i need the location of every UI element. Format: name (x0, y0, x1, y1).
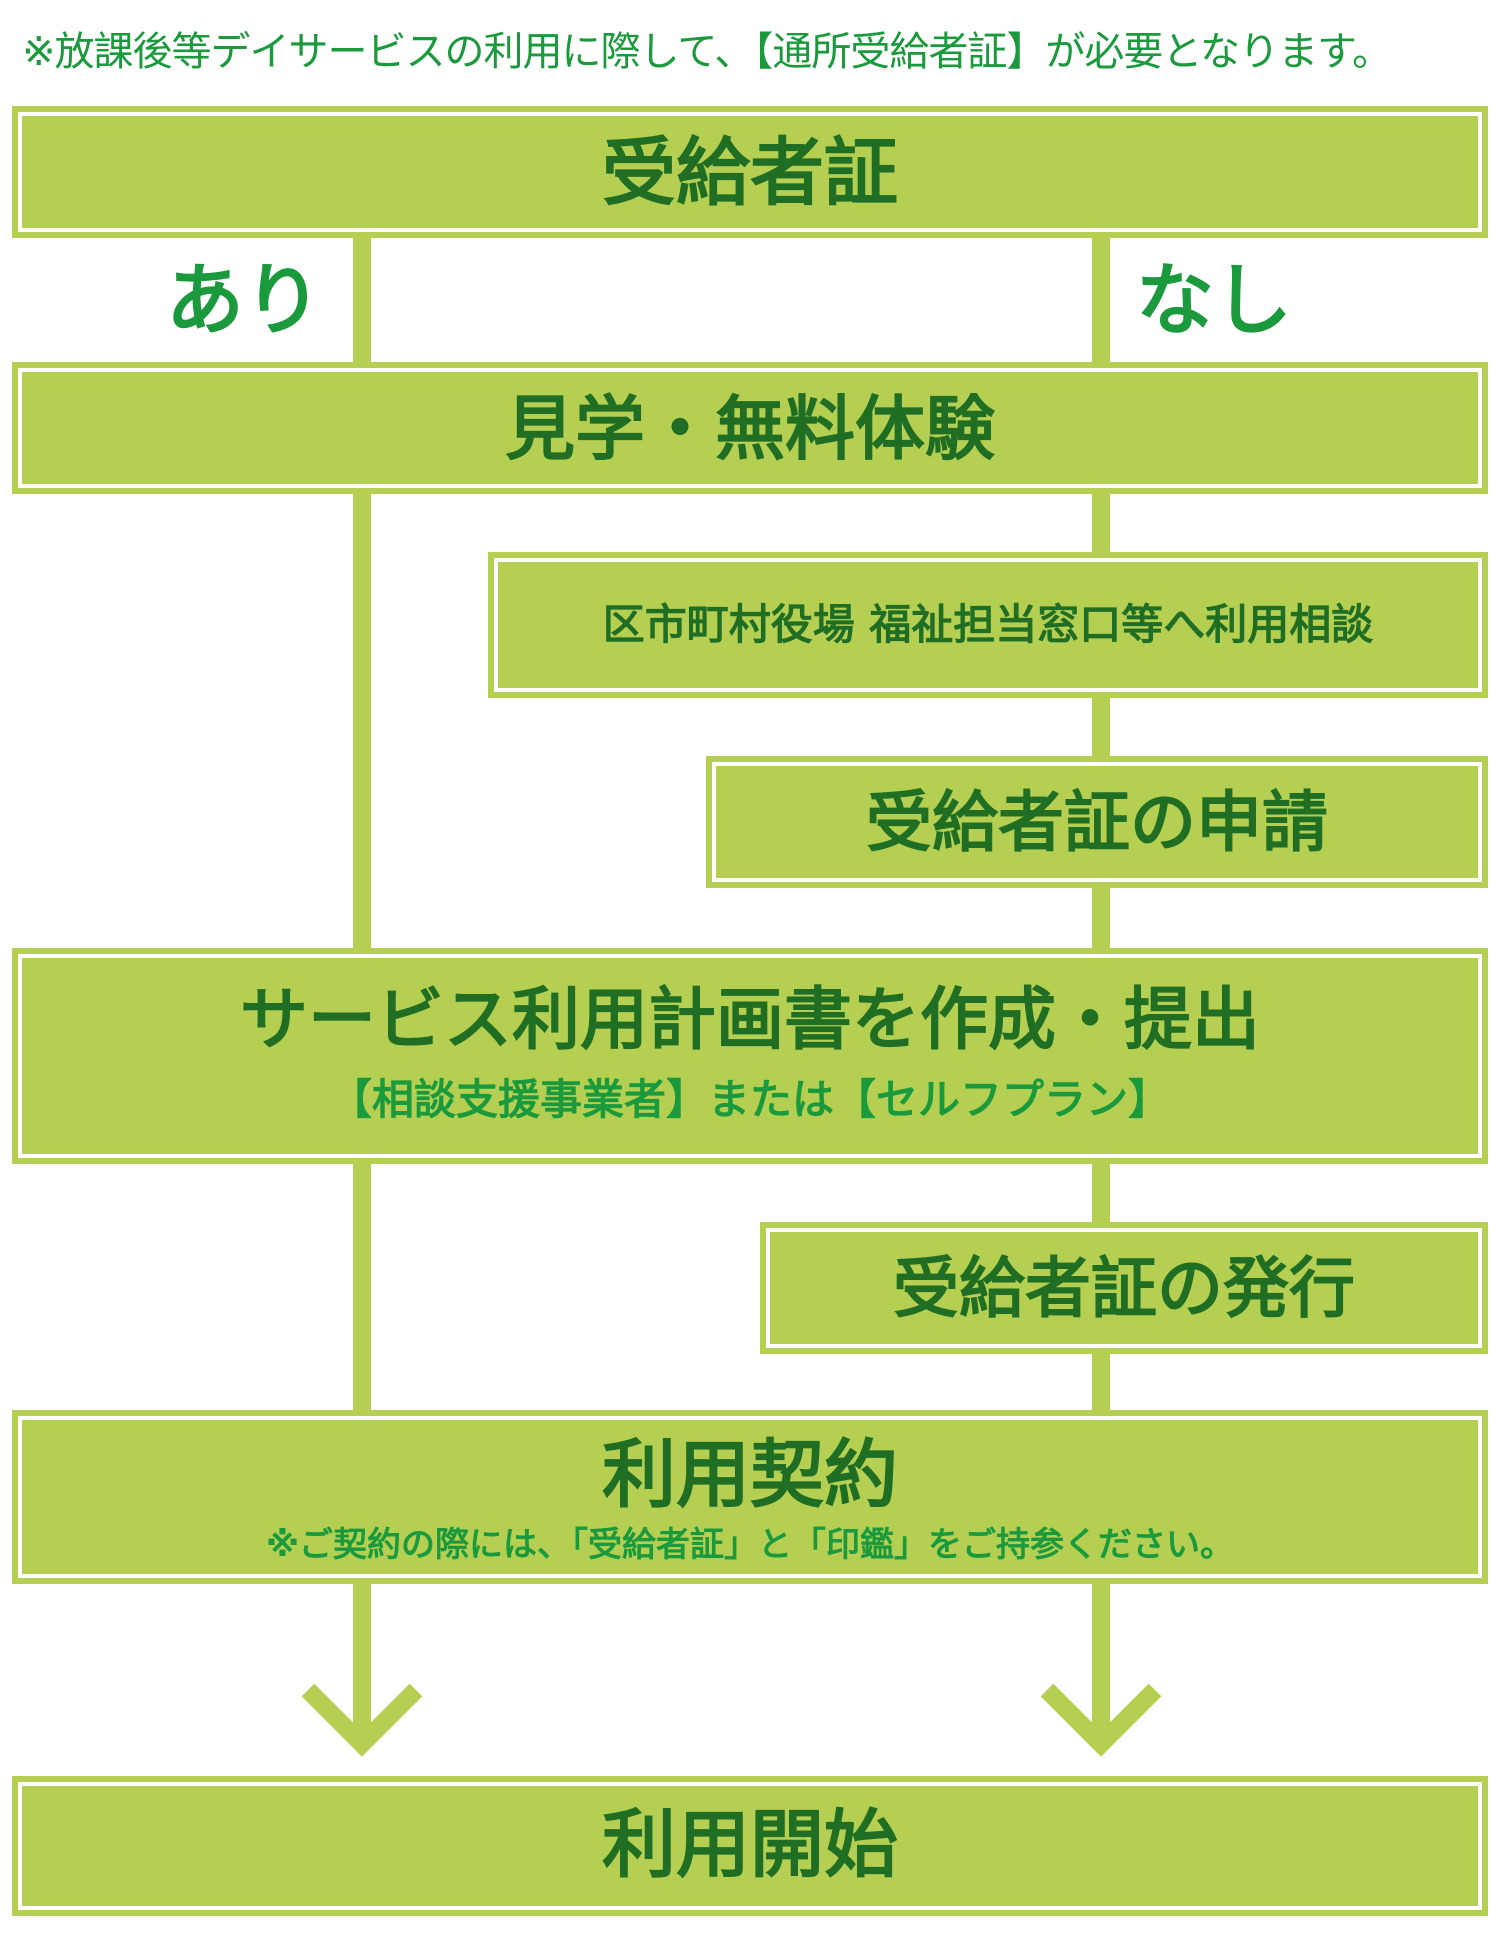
step-apply-label: 受給者証の申請 (866, 784, 1328, 861)
step-apply: 受給者証の申請 (706, 756, 1488, 888)
step-consult: 区市町村役場 福祉担当窓口等へ利用相談 (488, 552, 1488, 698)
step-certificate: 受給者証 (12, 106, 1488, 238)
step-certificate-label: 受給者証 (602, 130, 898, 216)
arrow-down-icon (1040, 1584, 1162, 1757)
step-plan-sublabel: 【相談支援事業者】または【セルフプラン】 (329, 1075, 1170, 1124)
top-note: ※放課後等デイサービスの利用に際して、【通所受給者証】が必要となります。 (22, 29, 1392, 75)
step-plan-label: サービス利用計画書を作成・提出 (239, 981, 1260, 1060)
step-contract: 利用契約 ※ご契約の際には、「受給者証」と「印鑑」をご持参ください。 (12, 1410, 1488, 1584)
arrow-down-icon (301, 1584, 423, 1757)
step-start-label: 利用開始 (602, 1802, 898, 1888)
step-issue: 受給者証の発行 (760, 1222, 1488, 1354)
step-contract-label: 利用契約 (602, 1432, 898, 1518)
step-tour: 見学・無料体験 (12, 362, 1488, 494)
connector-left (353, 230, 371, 1610)
step-issue-label: 受給者証の発行 (893, 1250, 1355, 1327)
step-start: 利用開始 (12, 1776, 1488, 1916)
step-contract-note: ※ご契約の際には、「受給者証」と「印鑑」をご持参ください。 (265, 1525, 1235, 1565)
step-tour-label: 見学・無料体験 (505, 388, 995, 470)
step-plan: サービス利用計画書を作成・提出 【相談支援事業者】または【セルフプラン】 (12, 948, 1488, 1164)
branch-no-label: なし (1136, 256, 1293, 346)
branch-yes-label: あり (166, 256, 323, 346)
step-consult-label: 区市町村役場 福祉担当窓口等へ利用相談 (602, 600, 1374, 649)
